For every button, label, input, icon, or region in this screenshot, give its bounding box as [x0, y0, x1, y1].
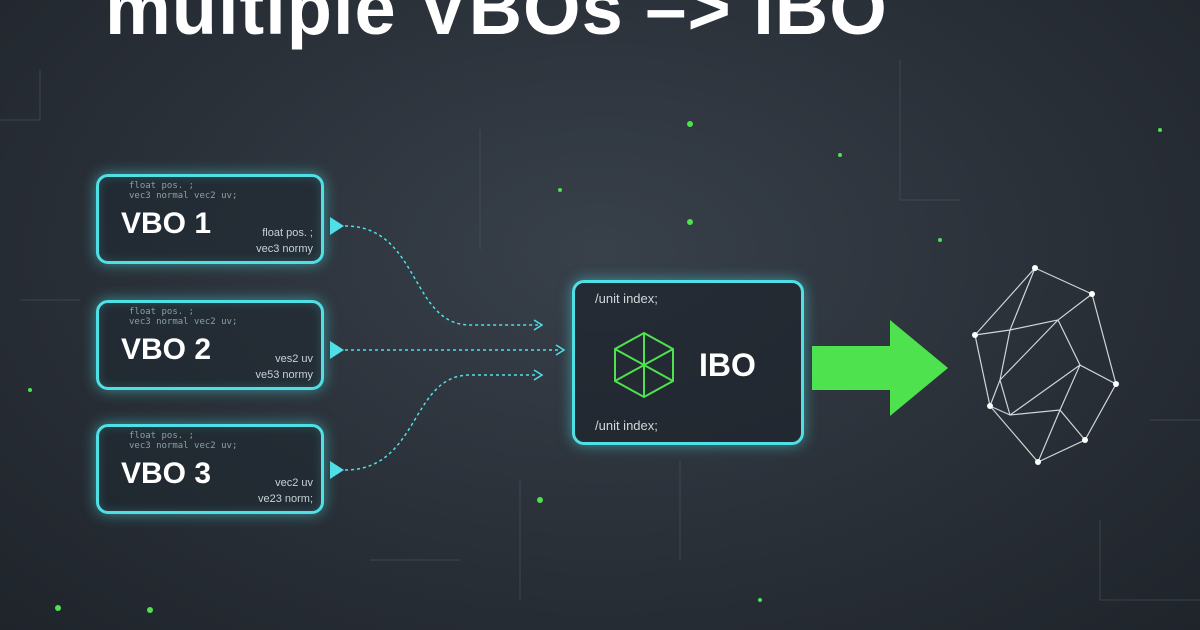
- code-line: float pos. ;vec3 normal vec2 uv;: [129, 307, 238, 327]
- code-line: vec2 uv: [275, 477, 313, 489]
- vbo-label: VBO 3: [121, 457, 212, 490]
- green-arrow-icon: [812, 320, 948, 416]
- cube-icon: [614, 331, 674, 399]
- vbo-box-2: float pos. ;vec3 normal vec2 uv; VBO 2 v…: [96, 300, 324, 390]
- code-line: float pos. ;vec3 normal vec2 uv;: [129, 431, 238, 451]
- code-line: ve23 norm;: [257, 493, 313, 505]
- code-line: /unit index;: [595, 291, 658, 306]
- connector-arrows: [344, 225, 560, 471]
- page-title: multiple VBOs –> IBO: [105, 0, 888, 50]
- vbo-box-3: float pos. ;vec3 normal vec2 uv; VBO 3 v…: [96, 424, 324, 514]
- polyhedron-icon: [974, 267, 1117, 463]
- vbo-label: VBO 1: [121, 207, 212, 240]
- code-line: ves2 uv: [275, 353, 313, 365]
- code-line: /unit index;: [595, 418, 658, 433]
- code-line: float pos. ;: [262, 227, 313, 239]
- ibo-label: IBO: [699, 347, 756, 383]
- code-line: ve53 normy: [255, 369, 313, 381]
- ibo-box: /unit index; IBO /unit index;: [572, 280, 804, 445]
- port-triangles: [330, 217, 344, 479]
- code-line: vec3 normy: [256, 243, 313, 255]
- code-line: float pos. ;vec3 normal vec2 uv;: [129, 181, 238, 201]
- vbo-label: VBO 2: [121, 333, 212, 366]
- vbo-box-1: float pos. ;vec3 normal vec2 uv; VBO 1 f…: [96, 174, 324, 264]
